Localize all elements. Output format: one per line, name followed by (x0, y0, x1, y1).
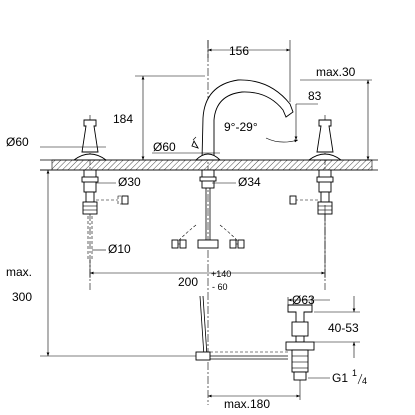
dim-max30: max.30 (316, 65, 356, 79)
dim-300: 300 (12, 290, 32, 304)
dim-dia60-left: Ø60 (6, 135, 29, 149)
dim-max-label: max. (6, 265, 32, 279)
dim-angle: 9°-29° (224, 120, 258, 134)
dim-thread-num: 1 (352, 368, 357, 378)
dim-200-plus: +140 (211, 269, 231, 279)
drain-assembly (195, 295, 288, 361)
supply-hoses (96, 195, 318, 249)
countertop (40, 159, 378, 171)
dim-thread-g: G1 (332, 371, 348, 385)
dim-40-53: 40-53 (328, 321, 359, 335)
dim-200: 200 (178, 275, 198, 289)
dim-dia34: Ø34 (238, 175, 261, 189)
dim-max180: max.180 (224, 397, 270, 411)
drain-plug (285, 304, 315, 381)
dim-dia30: Ø30 (118, 175, 141, 189)
dim-dia63: Ø63 (292, 293, 315, 307)
spout (191, 79, 294, 249)
left-handle (72, 119, 108, 215)
dimension-lines (40, 40, 372, 400)
dim-200-minus: - 60 (212, 282, 228, 292)
dim-thread-den: 4 (362, 376, 367, 386)
dim-83: 83 (308, 89, 322, 103)
dim-dia10: Ø10 (108, 242, 131, 256)
dim-156: 156 (229, 44, 249, 58)
dim-184: 184 (113, 112, 133, 126)
dim-dia60-center: Ø60 (153, 140, 176, 154)
fraction-slash (357, 373, 363, 385)
